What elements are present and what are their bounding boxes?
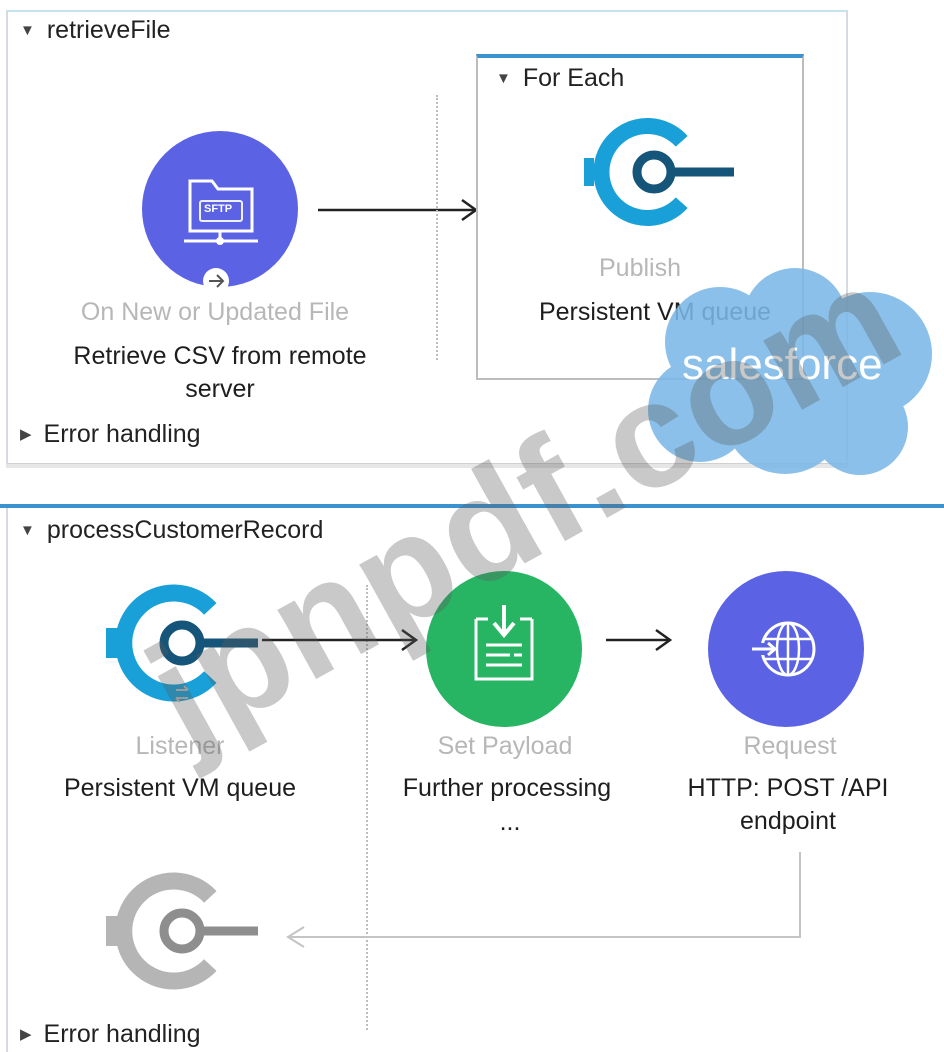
publish-type-label: Publish [599,254,681,282]
collapse-triangle-icon[interactable]: ▼ [20,22,35,39]
sftp-folder-icon [184,179,258,294]
set-payload-type-label: Set Payload [437,732,573,760]
for-each-title[interactable]: ▼ For Each [496,64,624,93]
collapse-triangle-icon[interactable]: ▼ [20,522,35,539]
request-type-label: Request [743,732,837,760]
flow-title-text: retrieveFile [46,16,171,44]
error-handling-label: Error handling [43,420,201,448]
flow-title-process[interactable]: ▼ processCustomerRecord [20,516,323,545]
vm-publish-icon[interactable] [580,112,740,232]
flow-selected-bar [0,504,944,508]
set-payload-name-label: Further processing [402,774,612,802]
salesforce-logo-text: salesforce [682,340,883,389]
flow-process-customer-record [6,508,938,1052]
request-name-label: HTTP: POST /API endpoint [687,774,889,835]
expand-triangle-icon[interactable]: ▶ [20,1026,32,1043]
drop-zone-line [366,585,368,1030]
error-handling-retrieve[interactable]: ▶ Error handling [20,420,201,449]
sftp-icon-text: SFTP [204,203,233,215]
http-request-component[interactable] [708,571,864,727]
for-each-title-text: For Each [522,64,625,92]
flow-title-retrieve[interactable]: ▼ retrieveFile [20,16,171,45]
listener-type-label: Listener [135,732,225,760]
set-payload-icon [474,605,534,681]
salesforce-cloud-logo [648,268,932,475]
vm-listener-icon[interactable] [100,578,270,708]
set-payload-component[interactable] [426,571,582,727]
error-handling-label: Error handling [43,1020,201,1048]
expand-triangle-icon[interactable]: ▶ [20,426,32,443]
globe-icon [752,621,816,677]
flow-title-text: processCustomerRecord [46,516,324,544]
error-handling-process[interactable]: ▶ Error handling [20,1020,201,1049]
vm-icon-disabled[interactable] [100,866,270,996]
trigger-name-label: Retrieve CSV from remote server [73,342,367,403]
drop-zone-line [436,95,438,360]
set-payload-ellipsis: ... [499,808,521,836]
sftp-trigger-component[interactable]: SFTP [142,131,298,294]
trigger-type-label: On New or Updated File [80,298,350,326]
listener-name-label: Persistent VM queue [63,774,297,802]
flow-divider [6,464,848,468]
collapse-triangle-icon[interactable]: ▼ [496,70,511,87]
